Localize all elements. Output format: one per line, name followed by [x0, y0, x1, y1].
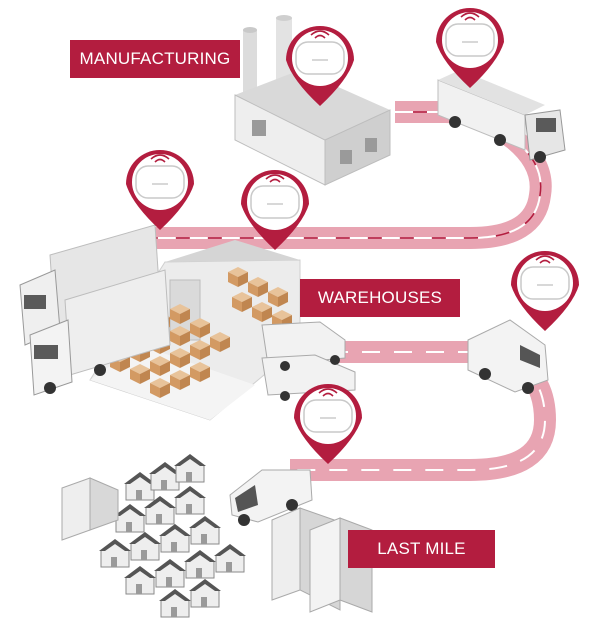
van-icon: [229, 469, 313, 526]
van-icon: [467, 319, 549, 394]
warehouses-label: WAREHOUSES: [300, 279, 460, 317]
tracker-pin-icon: [436, 8, 504, 88]
last-mile-label: LAST MILE: [348, 530, 495, 568]
delivery-truck-icon: [437, 70, 566, 163]
manufacturing-label: MANUFACTURING: [70, 40, 240, 78]
semi-truck-icon: [19, 224, 171, 396]
tracker-pin-icon: [126, 150, 194, 230]
house-icon: [98, 453, 247, 618]
factory-icon: [234, 15, 391, 186]
tracker-pin-icon: [294, 384, 362, 464]
tracker-pin-icon: [511, 251, 579, 331]
